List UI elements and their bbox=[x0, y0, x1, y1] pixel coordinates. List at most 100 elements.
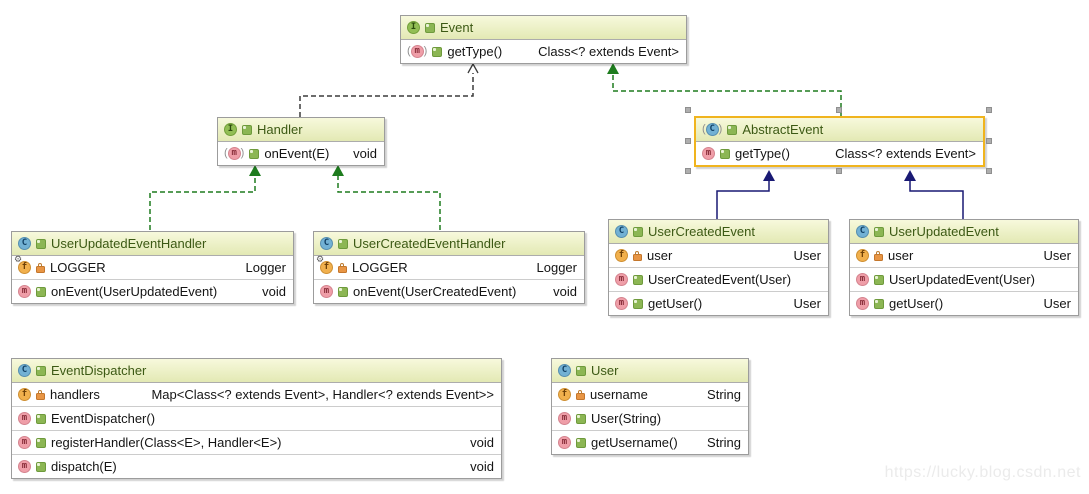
member-name: dispatch(E) bbox=[51, 459, 117, 474]
member-name: getType() bbox=[447, 44, 503, 59]
realization-userupdatedeventhandler-to-handler-arrowhead bbox=[249, 165, 261, 176]
method-icon: m bbox=[856, 297, 869, 310]
private-lock-icon bbox=[338, 262, 347, 273]
selection-handle[interactable] bbox=[685, 107, 691, 113]
public-icon bbox=[633, 298, 643, 309]
member-type: void bbox=[470, 459, 494, 474]
field-icon: f bbox=[18, 388, 31, 401]
member-type: void bbox=[553, 284, 577, 299]
node-title: Event bbox=[440, 20, 474, 35]
public-icon bbox=[249, 148, 260, 159]
method-icon: m bbox=[558, 436, 571, 449]
node-title: UserUpdatedEventHandler bbox=[51, 236, 207, 251]
member-type: void bbox=[262, 284, 286, 299]
selection-handle[interactable] bbox=[835, 168, 842, 174]
realization-abstractevent-to-event bbox=[612, 74, 842, 116]
class-icon: C bbox=[558, 364, 571, 377]
interface-icon: I bbox=[407, 21, 420, 34]
public-icon bbox=[874, 226, 884, 237]
realization-usercreatedeventhandler-to-handler-arrowhead bbox=[332, 165, 344, 176]
member-type: void bbox=[353, 146, 377, 161]
method-icon: m bbox=[558, 412, 571, 425]
member-row[interactable]: m User(String) bbox=[552, 407, 748, 431]
node-header[interactable]: (C)AbstractEvent bbox=[696, 118, 983, 142]
node-title: AbstractEvent bbox=[742, 122, 824, 137]
node-title: EventDispatcher bbox=[51, 363, 147, 378]
public-icon bbox=[338, 286, 348, 297]
public-icon bbox=[242, 124, 252, 135]
public-icon bbox=[36, 437, 46, 448]
member-name: handlers bbox=[50, 387, 100, 402]
member-name: User(String) bbox=[591, 411, 662, 426]
selection-handle[interactable] bbox=[835, 107, 842, 113]
member-type: User bbox=[793, 248, 821, 263]
selection-handle[interactable] bbox=[685, 137, 691, 144]
selection-handle[interactable] bbox=[986, 137, 992, 144]
member-name: getUser() bbox=[648, 296, 703, 311]
public-icon bbox=[576, 437, 586, 448]
member-row[interactable]: (m)onEvent(E)void bbox=[218, 142, 384, 165]
member-name: onEvent(E) bbox=[264, 146, 330, 161]
method-icon: m bbox=[856, 273, 869, 286]
member-name: username bbox=[590, 387, 648, 402]
node-header[interactable]: I Event bbox=[401, 16, 686, 40]
watermark: https://lucky.blog.csdn.net bbox=[884, 464, 1081, 481]
member-name: LOGGER bbox=[50, 260, 106, 275]
realization-userupdatedeventhandler-to-handler bbox=[149, 176, 256, 230]
node-title: UserCreatedEventHandler bbox=[353, 236, 506, 251]
member-type: User bbox=[1043, 248, 1071, 263]
member-type: Class<? extends Event> bbox=[538, 44, 679, 59]
member-type: String bbox=[707, 387, 741, 402]
public-icon bbox=[36, 238, 46, 249]
member-name: getUser() bbox=[889, 296, 944, 311]
selection-handle[interactable] bbox=[986, 168, 992, 174]
extends-usercreatedevent-to-abstractevent-arrowhead bbox=[763, 170, 775, 181]
public-icon bbox=[633, 274, 643, 285]
public-icon bbox=[36, 413, 46, 424]
member-row[interactable]: (m)getType()Class<? extends Event> bbox=[401, 40, 686, 63]
interface-icon: I bbox=[224, 123, 237, 136]
member-type: Logger bbox=[536, 260, 577, 275]
member-name: getType() bbox=[735, 146, 790, 161]
member-type: Logger bbox=[245, 260, 286, 275]
extends-usercreatedevent-to-abstractevent bbox=[716, 181, 770, 219]
selection-handle[interactable] bbox=[986, 107, 992, 113]
public-icon bbox=[432, 46, 443, 57]
public-icon bbox=[720, 148, 730, 159]
private-lock-icon bbox=[576, 389, 585, 400]
selection-handle[interactable] bbox=[685, 168, 691, 174]
